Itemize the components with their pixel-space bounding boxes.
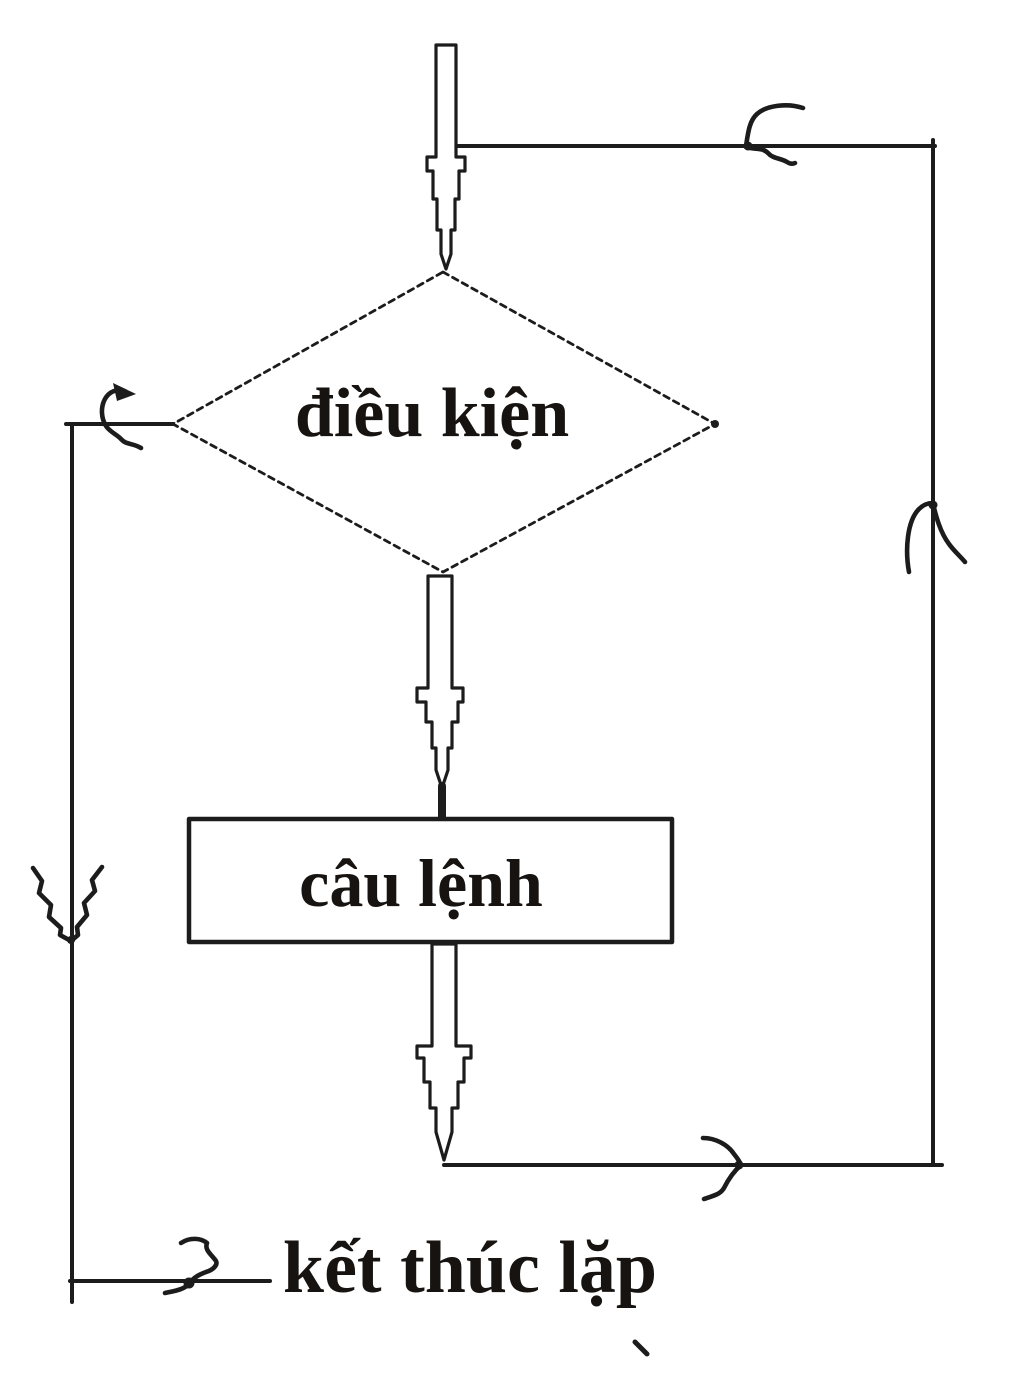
sketch-curl-up-icon [99,383,144,451]
sketch-arrowhead-exit-icon [162,1236,219,1296]
diamond-right-vertex-dot [711,420,719,428]
statement-label: câu lệnh [299,845,543,921]
stray-mark [632,1339,650,1357]
entry-arrow-shape [425,43,467,271]
sketch-arrowhead-up-icon [904,500,968,575]
statement-box [186,816,675,945]
condition-to-statement-arrow-shape [415,574,465,790]
condition-diamond [171,270,717,574]
condition-label: điều kiện [294,375,570,452]
statement-exit-arrow-shape [415,942,473,1162]
sketch-arrowhead-down-icon [30,864,105,944]
false-branch-lines [64,422,272,1304]
sketch-arrowhead-left-icon [743,103,806,166]
loop-back-lines [442,138,944,1167]
sketch-arrowheads [30,103,968,1357]
sketch-arrowhead-right-icon [700,1135,744,1202]
loop-end-label: kết thúc lặp [282,1227,658,1309]
